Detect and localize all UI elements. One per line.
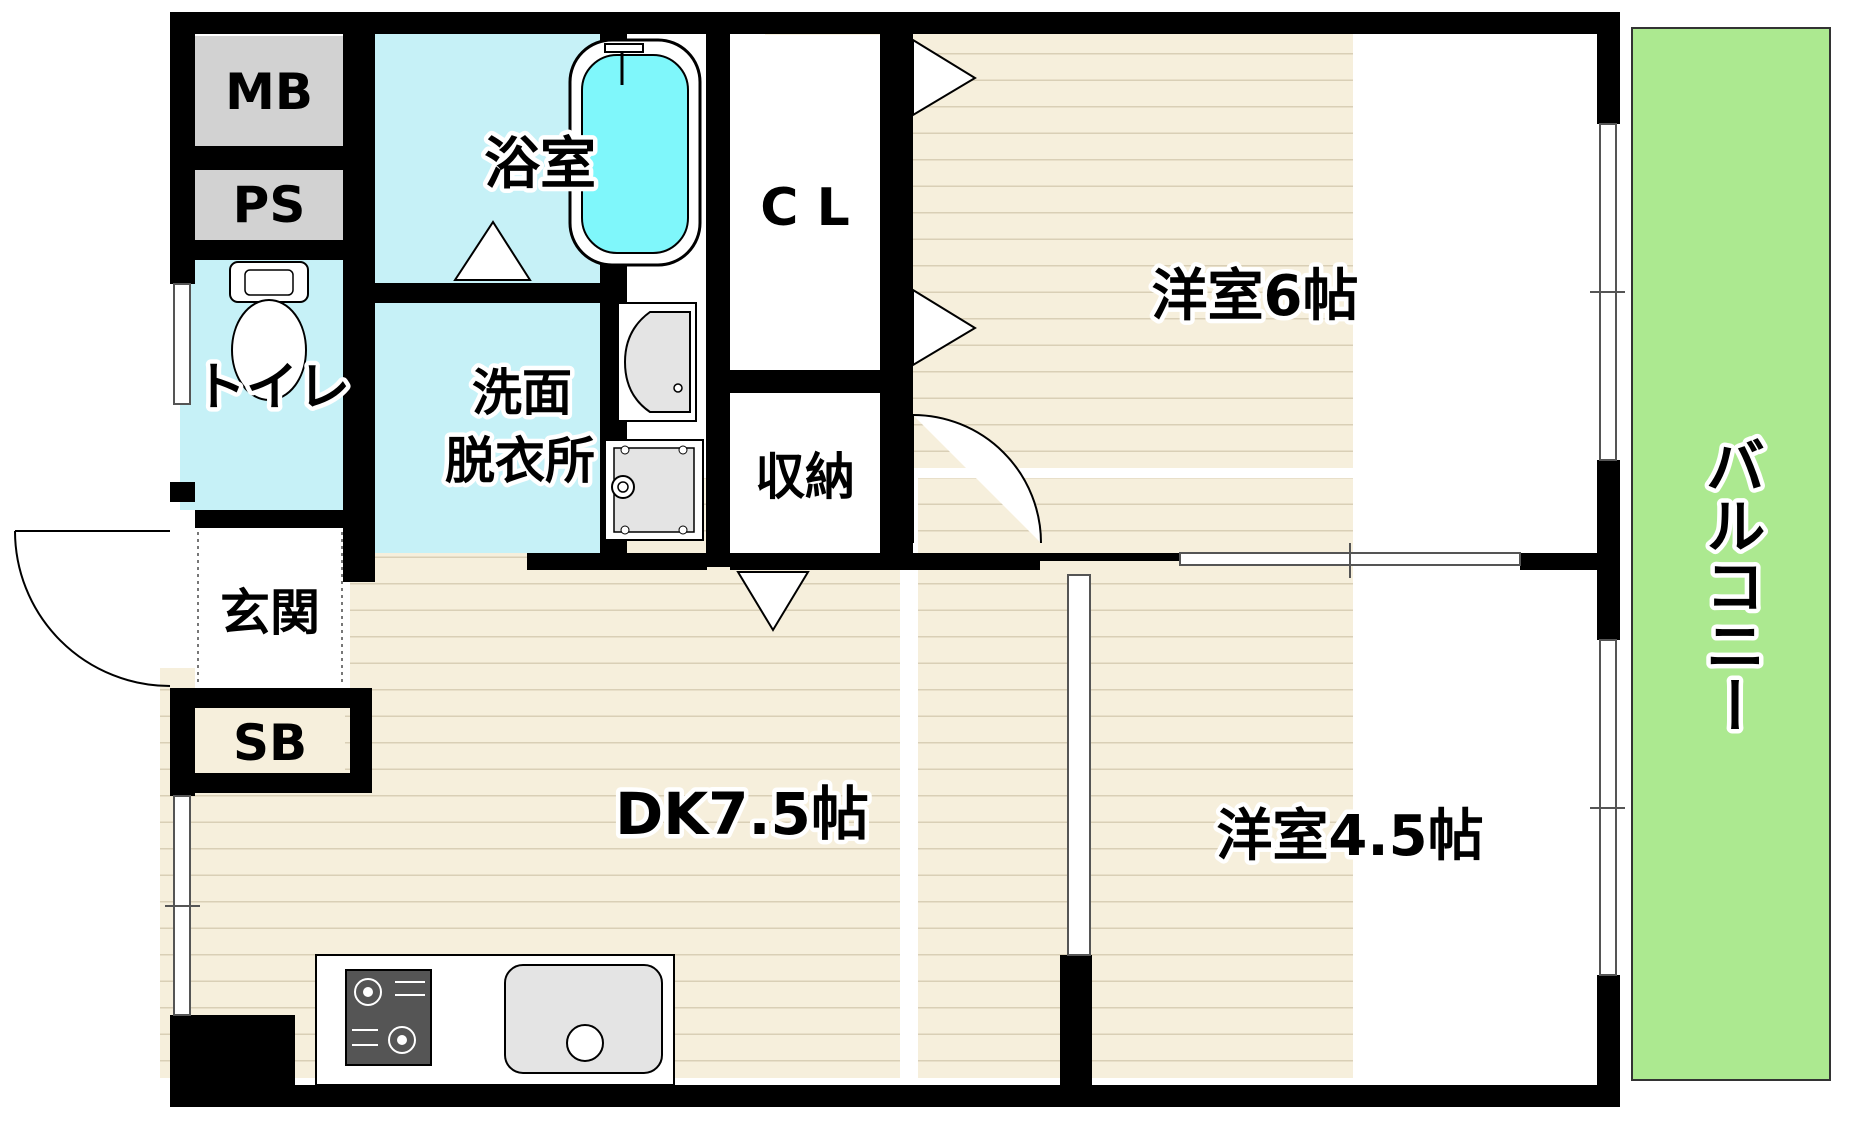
toilet-label: トイレ [194, 358, 350, 418]
balcony-floor [1631, 27, 1831, 1081]
kitchen-sink-icon [504, 964, 663, 1074]
bath-label: 浴室 [484, 132, 596, 197]
entrance-steps [197, 532, 343, 685]
western-room-6-label: 洋室6帖 [1152, 264, 1359, 329]
ps-box [195, 170, 343, 240]
mb-box [195, 36, 343, 146]
washing-machine-pan-icon [604, 439, 704, 541]
toilet-icon [229, 261, 309, 401]
storage-label: 収納 [755, 448, 855, 506]
shoe-box [195, 708, 345, 773]
gas-stove-icon [345, 969, 432, 1066]
folding-door-marker-icon [453, 38, 977, 632]
dk-label: DK7.5帖 [615, 780, 869, 848]
western-room-45-floor [918, 478, 1353, 1078]
closet-label: C L [760, 178, 849, 238]
washbasin-icon [617, 302, 697, 422]
door-swing-icon [912, 414, 1042, 544]
entrance-door-swing-icon [14, 530, 171, 687]
mb-label: MB [225, 63, 313, 121]
washroom-label-line2: 脱衣所 [445, 432, 595, 490]
washroom-label-line1: 洗面 [472, 364, 572, 422]
closet-floor [730, 35, 880, 370]
shoe-box-label: SB [233, 714, 307, 772]
bathtub-icon [568, 38, 702, 267]
balcony-label: バルコニー [1695, 435, 1765, 735]
western-room-45-label: 洋室4.5帖 [1216, 804, 1483, 869]
window-center-marks [165, 291, 1625, 907]
storage-floor [730, 393, 880, 553]
washroom-floor [375, 303, 600, 553]
entrance-floor [195, 528, 350, 688]
sliding-door-45 [1067, 574, 1091, 956]
walls [170, 12, 1620, 1107]
window-toilet [173, 283, 191, 405]
entrance-label: 玄関 [220, 584, 320, 642]
ps-label: PS [233, 176, 306, 234]
